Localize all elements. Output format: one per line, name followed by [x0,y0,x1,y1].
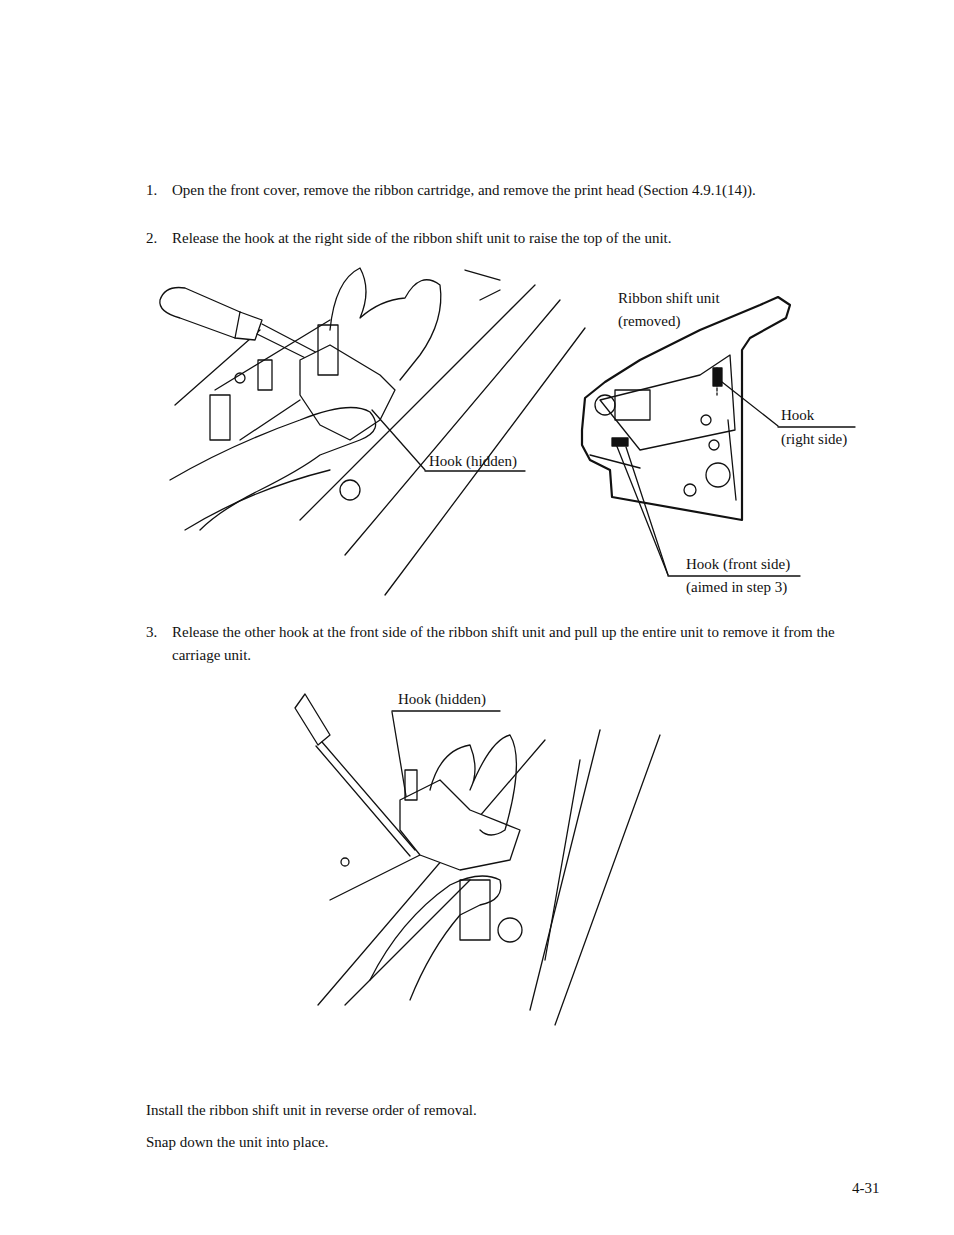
step-number: 1. [146,179,157,202]
note-text: Install the ribbon shift unit in reverse… [146,1099,477,1122]
step-text: Open the front cover, remove the ribbon … [172,179,756,202]
figure-step2 [160,268,585,595]
ribbon-shift-unit-figure [582,297,790,520]
part-label: Hook (hidden) [398,688,486,711]
part-label: Hook (front side) [686,553,790,576]
step-text: Release the other hook at the front side… [172,621,844,667]
leader-lines [372,382,855,820]
part-label: (right side) [781,428,847,451]
part-label: Hook (hidden) [429,450,517,473]
note-text: Snap down the unit into place. [146,1131,328,1154]
part-label: Ribbon shift unit (removed) [618,287,738,333]
step-number: 2. [146,227,157,250]
figure-step3 [295,694,660,1025]
part-label: Hook [781,404,814,427]
step-number: 3. [146,621,157,644]
page-number: 4-31 [852,1177,880,1200]
part-label: (aimed in step 3) [686,576,787,599]
step-text: Release the hook at the right side of th… [172,227,671,250]
